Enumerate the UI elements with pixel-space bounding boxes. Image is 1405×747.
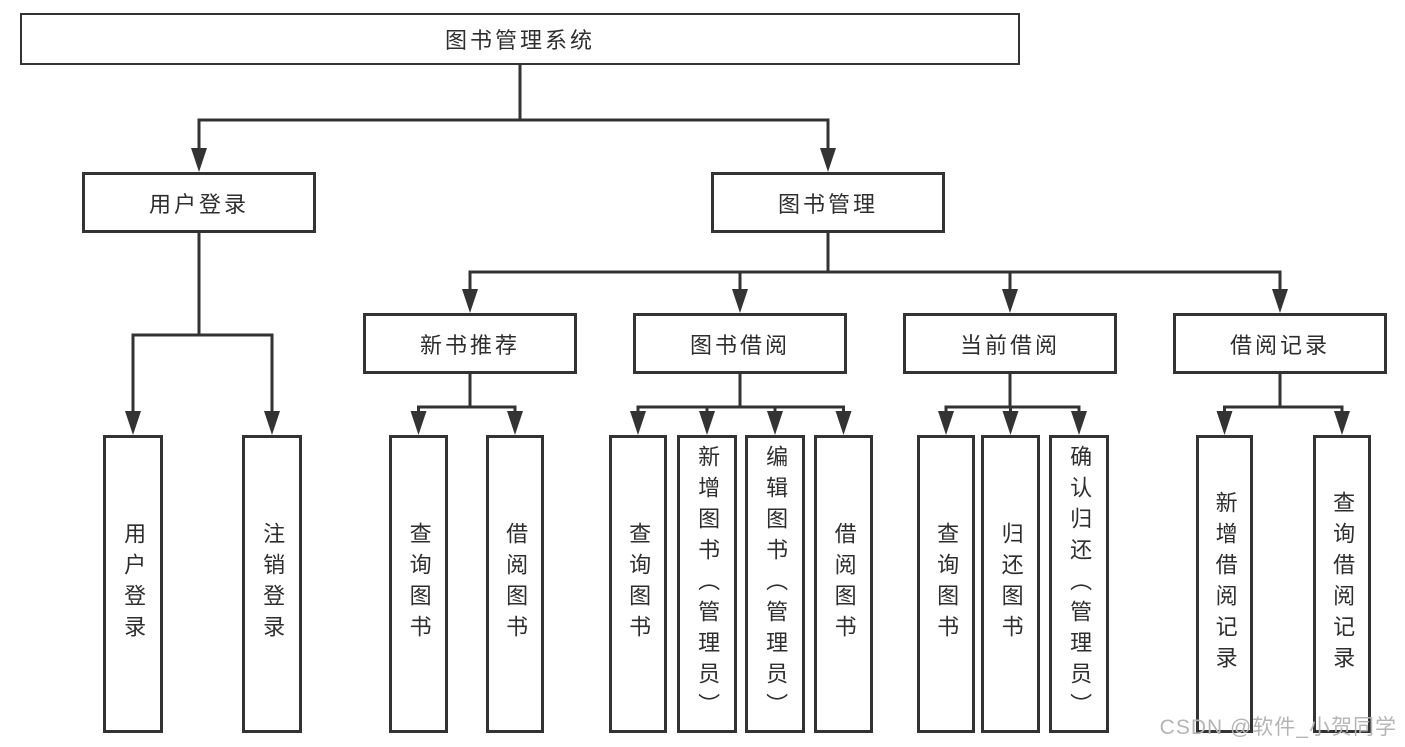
node-label-rec-query: 查询图书 bbox=[406, 522, 432, 646]
node-root: 图书管理系统 bbox=[20, 13, 1020, 65]
node-rec-query: 查询图书 bbox=[389, 435, 448, 733]
node-label-cur-query: 查询图书 bbox=[934, 522, 960, 646]
node-cur-confirm: 确认归还（管理员） bbox=[1049, 435, 1109, 733]
node-bor-query: 查询图书 bbox=[609, 435, 667, 733]
node-label-bor-add: 新增图书（管理员） bbox=[695, 444, 721, 724]
node-bor-add: 新增图书（管理员） bbox=[677, 435, 737, 733]
node-label-login-out: 注销登录 bbox=[260, 522, 286, 646]
node-bor-edit: 编辑图书（管理员） bbox=[745, 435, 805, 733]
node-label-bor: 图书借阅 bbox=[689, 332, 790, 358]
node-label-mgmt: 图书管理 bbox=[777, 191, 878, 217]
node-bor: 图书借阅 bbox=[633, 313, 847, 374]
node-rec: 新书推荐 bbox=[363, 313, 577, 374]
node-rec-borrow: 借阅图书 bbox=[486, 435, 544, 733]
node-bor-borrow: 借阅图书 bbox=[814, 435, 873, 733]
node-login-user: 用户登录 bbox=[103, 435, 163, 733]
node-label-login-user: 用户登录 bbox=[121, 522, 147, 646]
node-label-login: 用户登录 bbox=[148, 191, 249, 217]
node-label-his-query: 查询借阅记录 bbox=[1330, 491, 1356, 677]
watermark: CSDN @软件_小贺同学 bbox=[1159, 716, 1397, 739]
node-label-bor-query: 查询图书 bbox=[626, 522, 652, 646]
node-label-cur-confirm: 确认归还（管理员） bbox=[1067, 444, 1093, 724]
node-cur-return: 归还图书 bbox=[981, 435, 1040, 733]
node-login: 用户登录 bbox=[82, 172, 316, 233]
node-cur: 当前借阅 bbox=[903, 313, 1117, 374]
node-label-bor-edit: 编辑图书（管理员） bbox=[763, 444, 789, 724]
node-mgmt: 图书管理 bbox=[711, 172, 945, 233]
node-label-cur-return: 归还图书 bbox=[998, 522, 1024, 646]
node-his-add: 新增借阅记录 bbox=[1196, 435, 1253, 733]
node-cur-query: 查询图书 bbox=[917, 435, 975, 733]
node-his: 借阅记录 bbox=[1173, 313, 1387, 374]
node-label-rec: 新书推荐 bbox=[419, 332, 520, 358]
node-label-bor-borrow: 借阅图书 bbox=[831, 522, 857, 646]
node-his-query: 查询借阅记录 bbox=[1313, 435, 1371, 733]
node-label-his-add: 新增借阅记录 bbox=[1212, 491, 1238, 677]
node-label-cur: 当前借阅 bbox=[959, 332, 1060, 358]
node-label-his: 借阅记录 bbox=[1229, 332, 1330, 358]
node-login-out: 注销登录 bbox=[242, 435, 302, 733]
node-label-rec-borrow: 借阅图书 bbox=[503, 522, 529, 646]
node-label-root: 图书管理系统 bbox=[444, 28, 595, 53]
